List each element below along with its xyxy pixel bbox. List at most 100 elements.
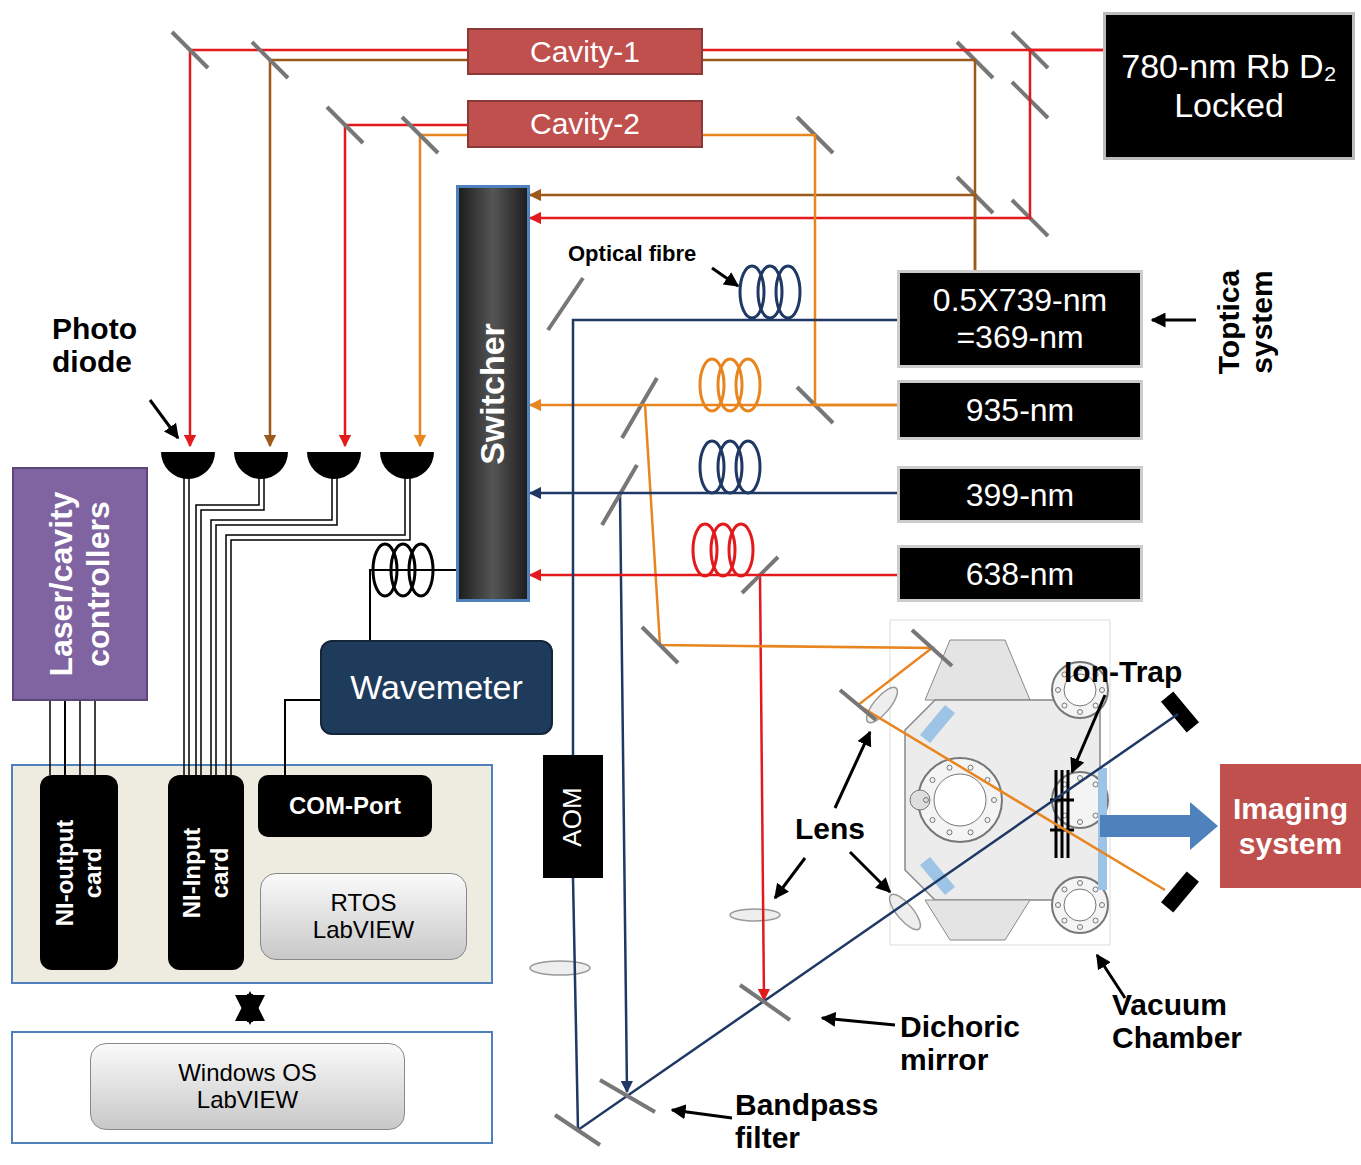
bolt-holes xyxy=(1078,820,1083,825)
mirror xyxy=(740,985,790,1020)
port-box: COM-Port xyxy=(258,775,432,837)
laser-beam xyxy=(645,405,1165,890)
software-box: Windows OS LabVIEW xyxy=(90,1043,405,1130)
optical-fibre xyxy=(736,441,760,493)
node-label: Cavity-1 xyxy=(472,34,698,69)
callout-label: Photo diode xyxy=(52,312,164,378)
node-label: 935-nm xyxy=(904,392,1136,429)
laser-beam xyxy=(760,575,764,1000)
optical-fibre xyxy=(729,524,753,576)
bolt-holes xyxy=(1093,813,1098,818)
panel xyxy=(12,1032,492,1143)
panel xyxy=(12,765,492,1143)
leader-arrow xyxy=(672,1110,732,1118)
optical-fibre xyxy=(776,266,800,318)
optical-fibre xyxy=(373,266,800,596)
leader-arrow xyxy=(1072,695,1105,772)
signal-wire xyxy=(196,478,259,775)
bolt-holes xyxy=(1056,688,1061,693)
bolt-holes xyxy=(1093,887,1098,892)
cavity-box: Cavity-1 xyxy=(467,28,703,75)
leader-arrow xyxy=(835,732,870,808)
wavemeter-box: Wavemeter xyxy=(320,640,553,735)
mirror xyxy=(252,42,288,78)
bolt-holes xyxy=(1093,703,1098,708)
leader-arrow xyxy=(850,852,890,892)
node-label: NI-output card xyxy=(51,808,106,938)
beam-connector xyxy=(530,574,897,577)
beam-connector xyxy=(64,701,66,775)
software-box: RTOS LabVIEW xyxy=(260,873,467,960)
bolt-holes xyxy=(968,765,973,770)
node-label: COM-Port xyxy=(262,792,428,820)
bolt-holes xyxy=(1078,710,1083,715)
beam-connector xyxy=(573,320,897,755)
vacuum-chamber xyxy=(920,705,955,743)
photodiode xyxy=(307,452,361,479)
callout-label: Dichoric mirror xyxy=(900,1010,1050,1076)
io-card: NI-Input card xyxy=(168,775,244,970)
imaging-arrow xyxy=(1100,802,1218,850)
mirror xyxy=(402,117,438,153)
callout-label: Lens xyxy=(795,812,875,845)
callout-label: Bandpass filter xyxy=(735,1088,895,1154)
laser-box: 399-nm xyxy=(897,466,1143,523)
vacuum-chamber xyxy=(925,900,1030,940)
beam-connector xyxy=(285,700,320,775)
bolt-holes xyxy=(968,830,973,835)
mirror xyxy=(622,378,657,438)
ion-trap xyxy=(1050,770,1074,858)
beam-connector xyxy=(703,135,897,405)
lens xyxy=(730,909,780,921)
imaging-box: Imaging system xyxy=(1220,764,1361,888)
aom-box: AOM xyxy=(543,755,603,878)
callout-label: Vacuum Chamber xyxy=(1112,988,1282,1054)
vacuum-chamber xyxy=(934,774,986,826)
mirror xyxy=(840,690,876,720)
node-label: Imaging system xyxy=(1224,792,1357,861)
laser-beam xyxy=(573,714,1178,1130)
mirror xyxy=(327,107,363,143)
mirror xyxy=(172,32,208,68)
laser-beam xyxy=(345,125,467,446)
leader-arrow xyxy=(150,400,178,438)
node-label: 0.5X739-nm =369-nm xyxy=(904,282,1136,356)
laser-box: 935-nm xyxy=(897,380,1143,440)
mirror xyxy=(912,630,952,666)
bolt-holes xyxy=(1100,903,1105,908)
node-label: Wavemeter xyxy=(324,668,549,707)
mirror xyxy=(600,1080,655,1112)
callout-label: Ion-Trap xyxy=(1064,655,1204,688)
bolt-holes xyxy=(1100,688,1105,693)
photodiode xyxy=(161,452,215,479)
leader-arrow xyxy=(150,268,1196,1118)
ion-trap xyxy=(1067,770,1070,858)
bolt-holes xyxy=(985,817,990,822)
vacuum-chamber xyxy=(910,790,930,810)
vacuum-chamber xyxy=(925,640,1030,700)
io-card: NI-output card xyxy=(40,775,118,970)
leader-arrow xyxy=(712,268,738,286)
imaging-arrow xyxy=(1100,802,1218,850)
node-label: Switcher xyxy=(473,194,512,594)
signal-wire xyxy=(211,478,332,775)
signal-wire xyxy=(216,478,337,775)
double-arrow xyxy=(250,994,251,1022)
leader-arrow xyxy=(822,1018,895,1025)
vacuum-chamber xyxy=(1064,889,1096,921)
node-label: AOM xyxy=(558,762,588,872)
node-label: RTOS LabVIEW xyxy=(289,889,439,944)
node-label: 780-nm Rb D₂ Locked xyxy=(1109,47,1349,125)
controller-box: Laser/cavity controllers xyxy=(12,467,148,701)
beam-dump xyxy=(1161,692,1199,913)
laser-beam xyxy=(270,60,467,446)
laser-beam xyxy=(190,50,1178,1130)
node-label: 638-nm xyxy=(904,555,1136,592)
node-label: NI-Input card xyxy=(178,808,233,938)
bolt-holes xyxy=(1093,782,1098,787)
bolt-holes xyxy=(947,830,952,835)
node-label: Cavity-2 xyxy=(472,107,698,142)
bolt-holes xyxy=(924,798,929,803)
optical-fibre xyxy=(736,359,760,411)
photodiode xyxy=(234,452,288,479)
